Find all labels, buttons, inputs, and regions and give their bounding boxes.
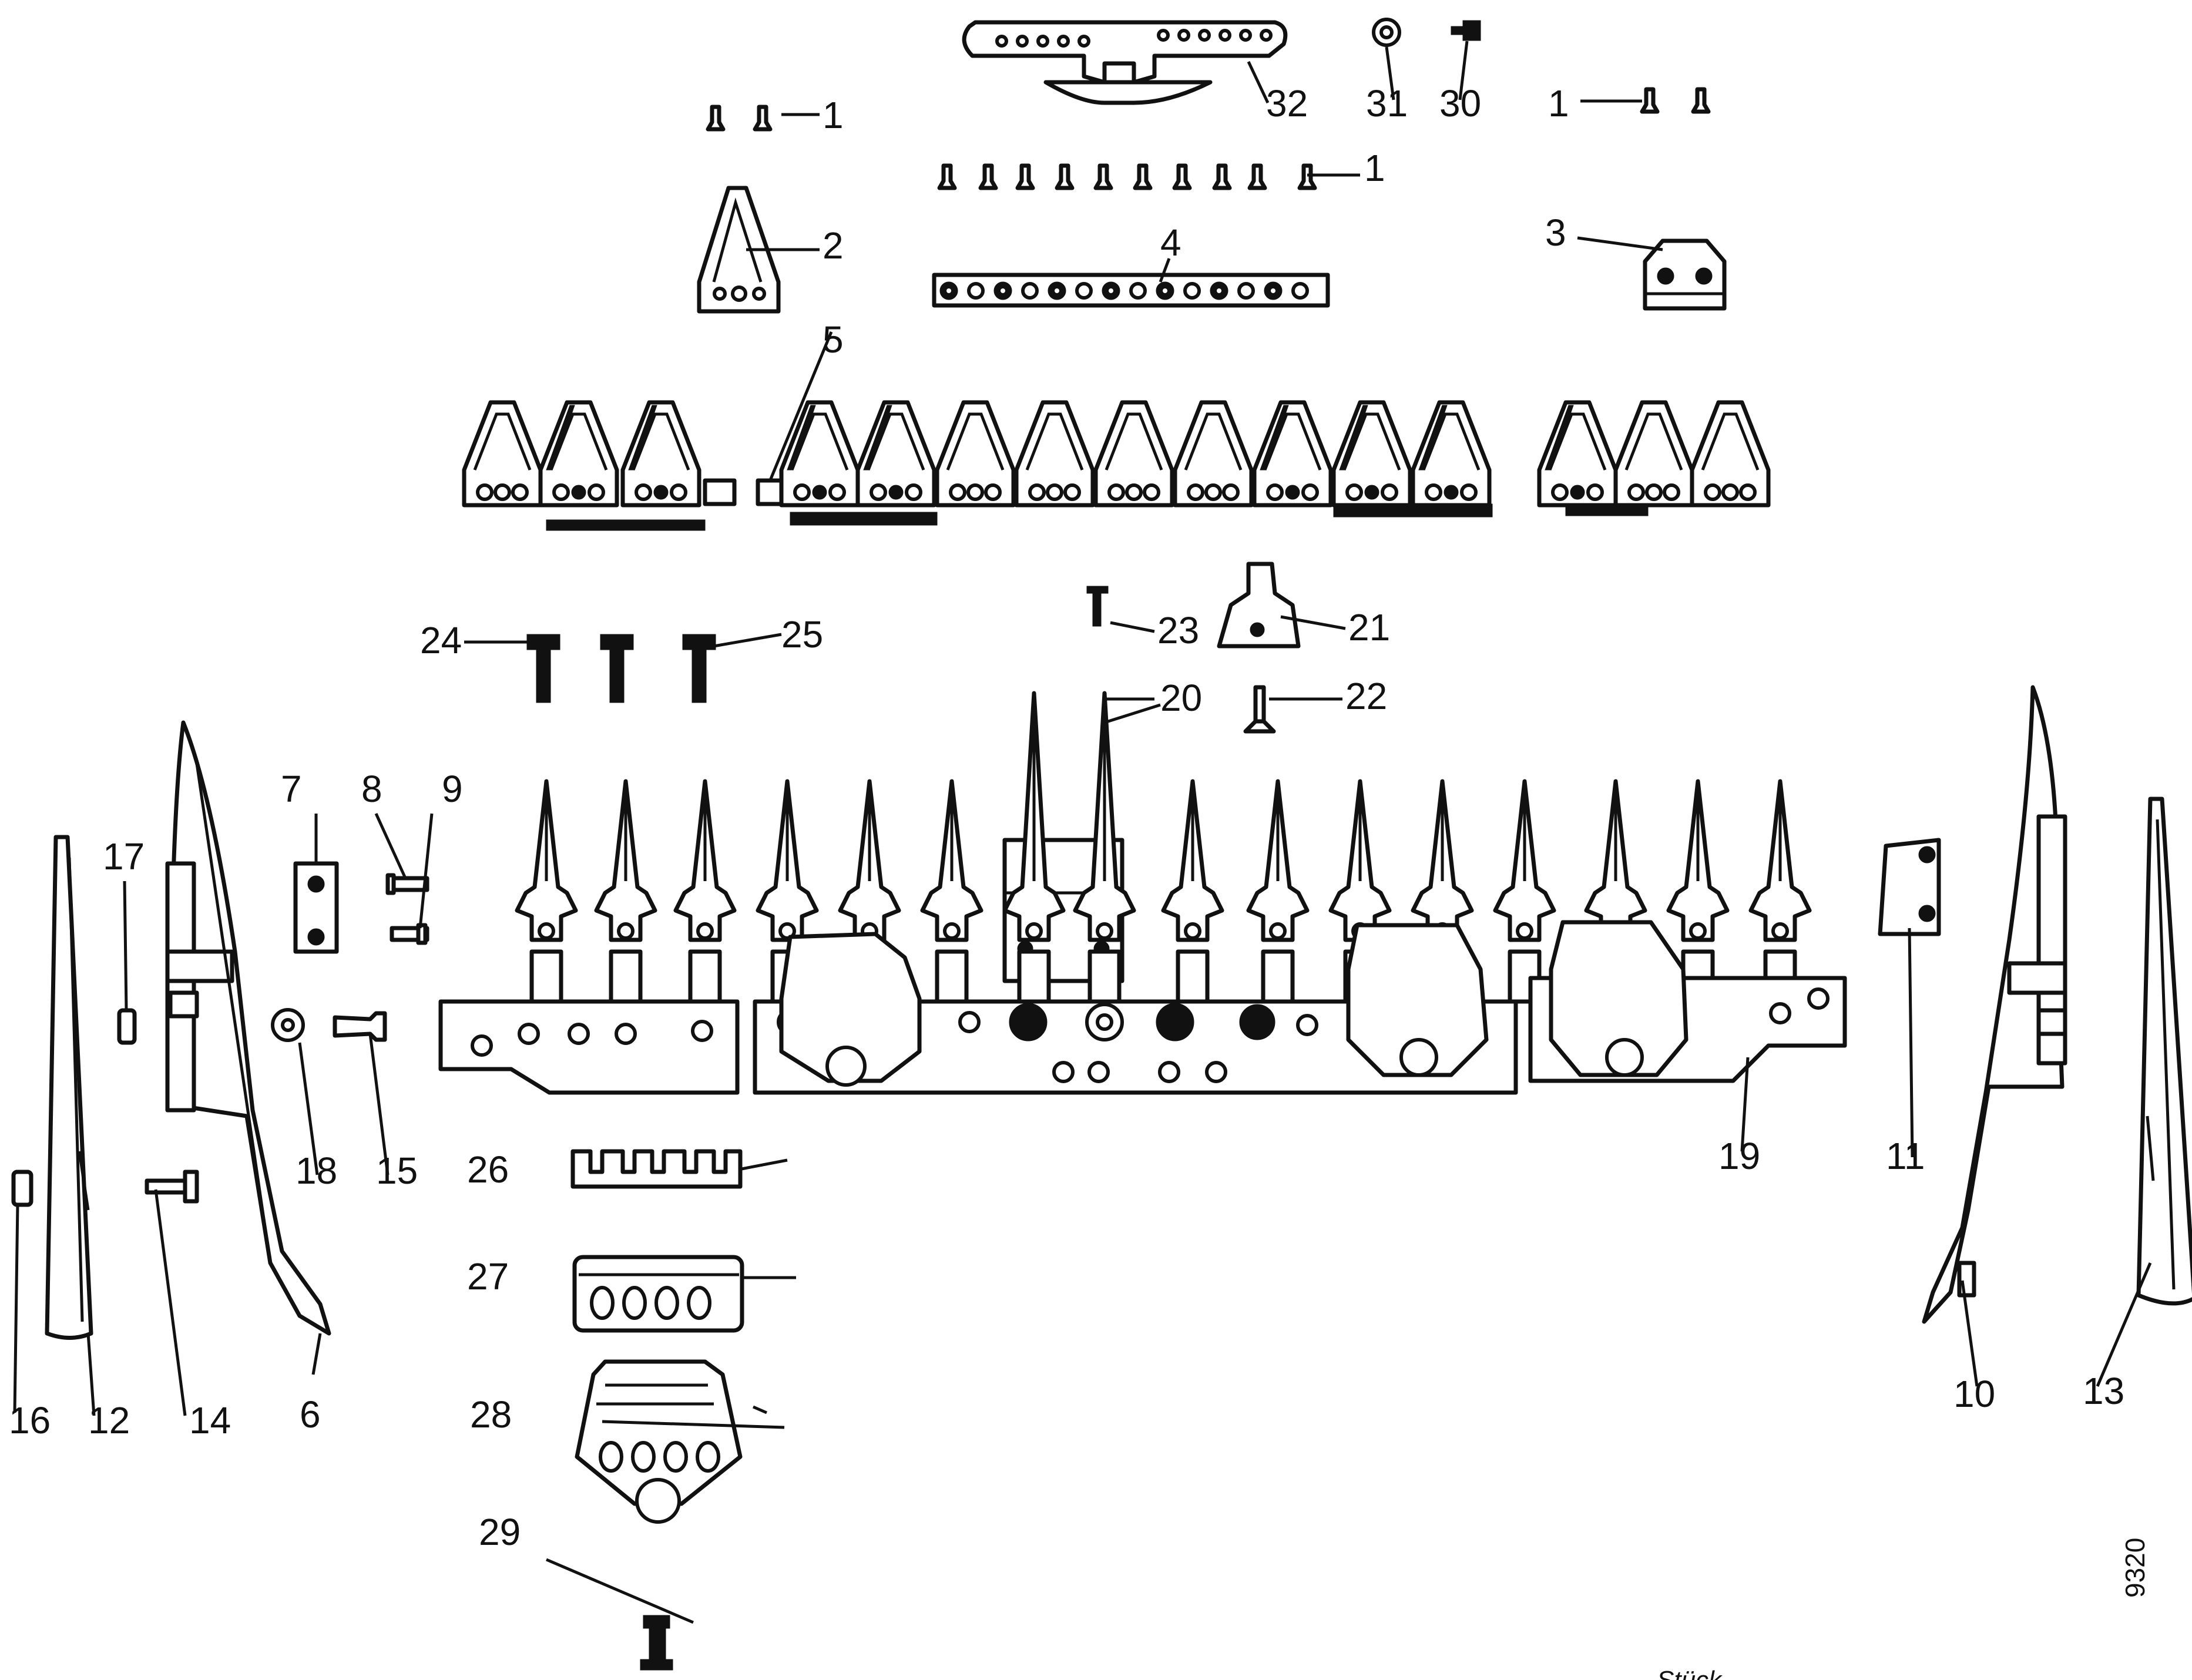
part-21-clip	[1217, 562, 1301, 649]
part-2-hold-down-clip	[697, 186, 781, 314]
callout-9: 9	[442, 768, 463, 810]
callout-26: 26	[467, 1148, 509, 1191]
footer-text: Stück	[1657, 1666, 1723, 1680]
callout-13: 13	[2083, 1370, 2124, 1412]
part-22-screw	[1243, 685, 1276, 734]
callout-25: 25	[781, 613, 823, 656]
callout-10: 10	[1953, 1373, 1995, 1415]
part-5-knife-sections	[462, 400, 1771, 531]
part-15-bolt	[333, 1011, 387, 1042]
part-12-divider-point-left	[45, 835, 93, 1340]
part-17-nut	[117, 1008, 137, 1045]
part-31-washer	[1372, 18, 1401, 47]
callout-32: 32	[1266, 82, 1308, 125]
callout-31: 31	[1366, 82, 1408, 125]
part-11-plate	[1878, 838, 1941, 936]
callout-29: 29	[479, 1511, 521, 1553]
callout-4: 4	[1160, 221, 1181, 264]
part-14-bolt	[145, 1170, 199, 1204]
callout-3: 3	[1545, 211, 1566, 254]
part-16-nut	[11, 1170, 33, 1207]
callout-1-left: 1	[823, 94, 844, 136]
callout-14: 14	[189, 1399, 231, 1442]
callout-18: 18	[296, 1150, 337, 1192]
part-1-bolts	[706, 87, 1711, 190]
callout-16: 16	[9, 1399, 51, 1442]
part-10-divider-right	[1922, 685, 2067, 1324]
part-19-cutter-bar	[438, 920, 1847, 1095]
part-3-knife-head-plate	[1643, 238, 1727, 311]
part-30-screw	[1451, 20, 1481, 41]
part-26-finger-plate	[570, 1149, 743, 1189]
callout-20: 20	[1160, 677, 1202, 719]
part-27-plate	[572, 1255, 744, 1333]
callout-1-middle: 1	[1364, 147, 1385, 189]
part-28-knife-head	[575, 1359, 743, 1524]
callout-30: 30	[1439, 82, 1481, 125]
callout-11: 11	[1886, 1135, 1925, 1177]
part-32-bracket	[962, 20, 1288, 105]
callout-27: 27	[467, 1255, 509, 1298]
callout-19: 19	[1718, 1135, 1760, 1177]
part-18-washer	[271, 1008, 305, 1042]
callout-15: 15	[376, 1150, 418, 1192]
callout-1-right: 1	[1548, 82, 1569, 125]
callout-21: 21	[1348, 606, 1390, 649]
callout-17: 17	[103, 835, 145, 878]
part-8-screw	[385, 873, 429, 895]
callout-7: 7	[281, 768, 302, 810]
callout-2: 2	[823, 224, 844, 267]
part-23-screw	[1086, 586, 1109, 627]
callout-28: 28	[470, 1393, 512, 1436]
part-6-divider-left	[165, 720, 331, 1336]
callout-5: 5	[823, 318, 844, 361]
callout-22: 22	[1345, 675, 1387, 717]
callout-23: 23	[1157, 609, 1199, 651]
part-9-screw	[390, 923, 429, 945]
callout-6: 6	[300, 1393, 321, 1436]
figure-code: 9320	[2120, 1538, 2150, 1598]
callout-labels: 1 1 1 2 3 4 5 6 7 8 9 10 11 12 13 14 15 …	[9, 82, 2124, 1553]
part-29-bolt	[640, 1615, 673, 1671]
part-7-plate	[293, 861, 339, 954]
part-13-divider-point-right	[2136, 797, 2192, 1306]
callout-8: 8	[361, 768, 382, 810]
callout-12: 12	[88, 1399, 130, 1442]
part-4-knife-back-bar	[932, 273, 1330, 308]
leader-lines	[13, 41, 2152, 1624]
callout-24: 24	[420, 619, 462, 661]
part-24-25-bolts	[526, 634, 716, 703]
